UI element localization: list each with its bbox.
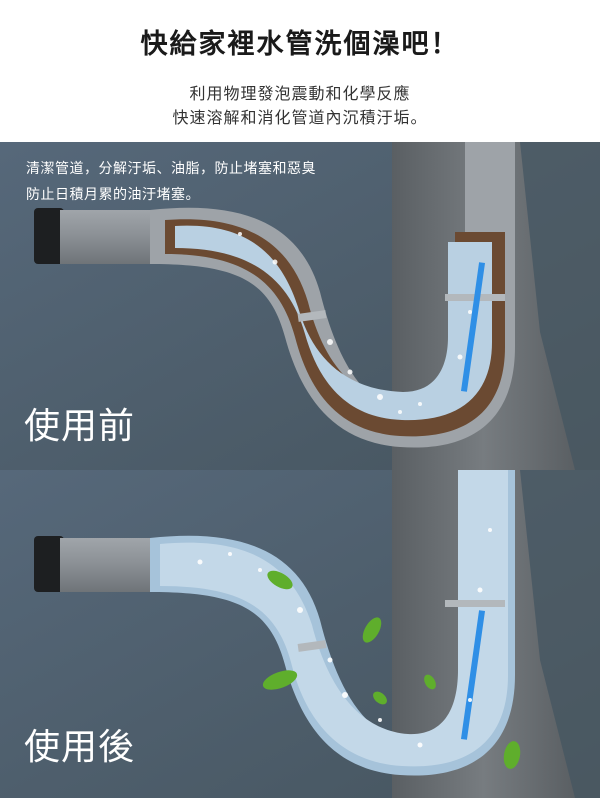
water-flow [175,225,492,421]
leaves [262,570,521,769]
cleaning-stick [460,262,486,392]
before-illustration [0,142,600,470]
bubbles [197,528,492,748]
subtitle-line-2: 快速溶解和消化管道內沉積汙垢。 [172,108,428,127]
subtitle-line-1: 利用物理發泡震動和化學反應 [189,84,411,103]
s-trap-pipe [150,142,515,448]
after-illustration [0,470,600,798]
water-flow [160,470,508,767]
before-description-line-2: 防止日積月累的油汙堵塞。 [26,187,200,203]
page-title: 快給家裡水管洗個澡吧！ [140,29,460,60]
before-description-line-1: 清潔管道，分解汙垢、油脂，防止堵塞和惡臭 [26,161,316,177]
bubbles [238,232,472,414]
after-label: 使用後 [24,727,136,768]
cleaning-stick [460,610,486,740]
after-panel: 使用後 [0,470,600,798]
s-trap-pipe-clean [150,470,515,776]
before-label: 使用前 [24,406,136,447]
header: 快給家裡水管洗個澡吧！ 利用物理發泡震動和化學反應 快速溶解和消化管道內沉積汙垢… [0,0,600,142]
wall-flange [34,536,64,592]
before-panel: 清潔管道，分解汙垢、油脂，防止堵塞和惡臭 防止日積月累的油汙堵塞。 使用前 [0,142,600,470]
wall-flange [34,208,64,264]
